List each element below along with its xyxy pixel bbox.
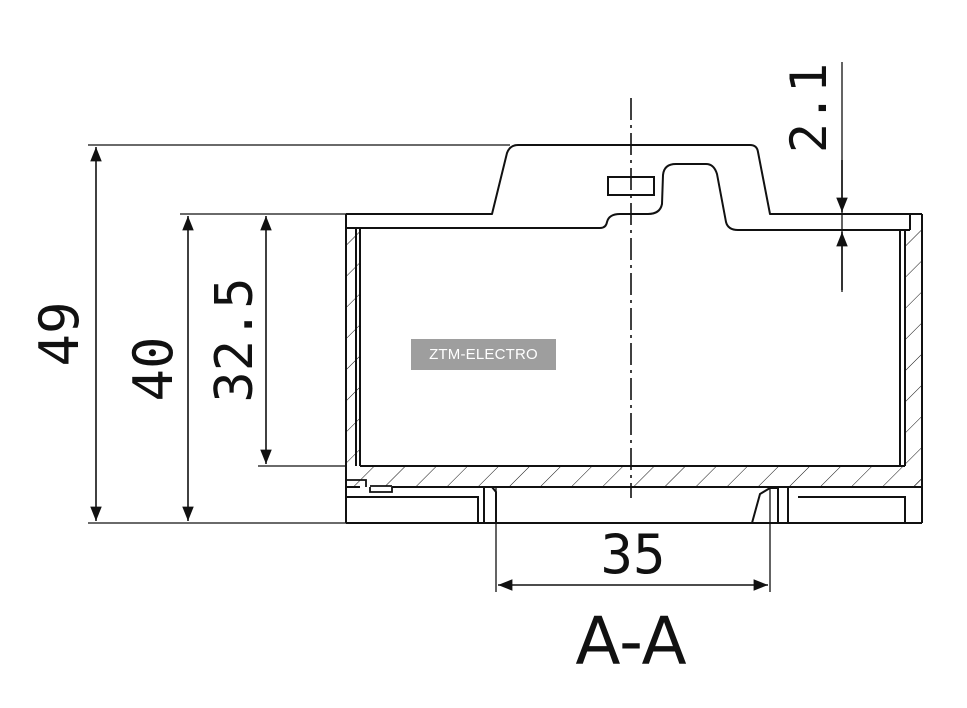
dim-text-32-5: 32.5 [205, 277, 265, 402]
dim-text-49: 49 [28, 301, 91, 366]
dim-text-35: 35 [600, 523, 665, 586]
watermark-badge: ZTM-ELECTRO [411, 339, 556, 370]
bottom-features [346, 486, 922, 524]
extension-lines [88, 62, 843, 592]
dimension-lines [90, 147, 848, 591]
dim-text-40: 40 [122, 336, 185, 401]
right-wall [899, 230, 922, 486]
section-label: A-A [575, 603, 686, 680]
dim-text-2-1: 2.1 [780, 63, 838, 153]
bottom-plate [346, 465, 922, 493]
